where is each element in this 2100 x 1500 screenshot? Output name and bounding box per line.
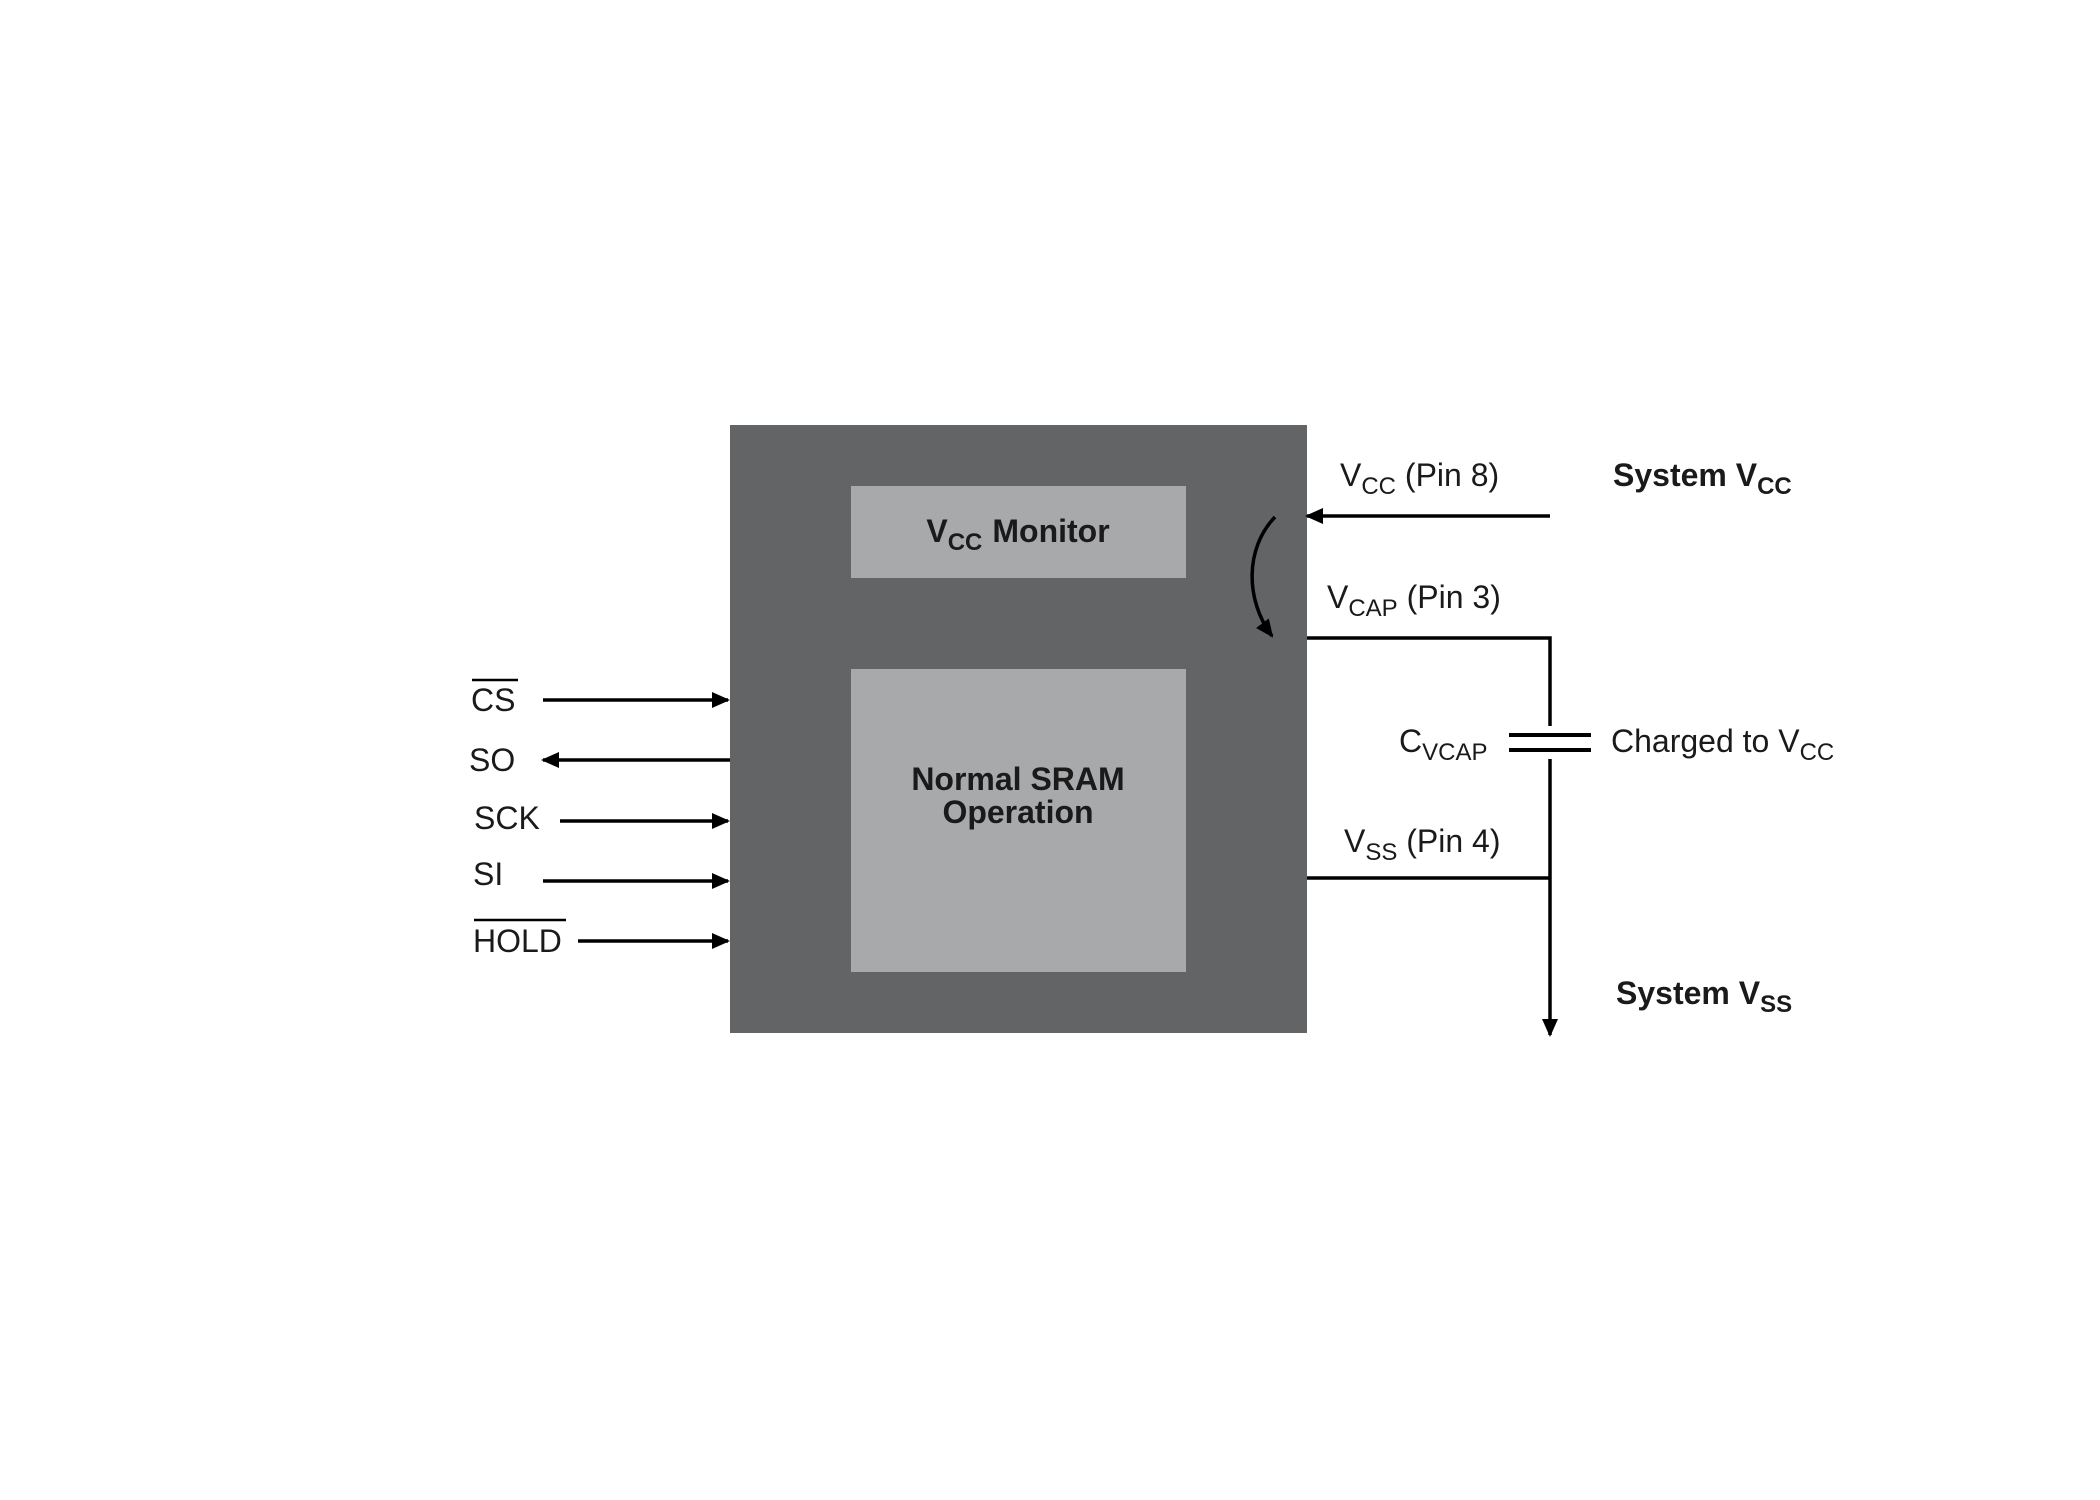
vcc-monitor-block xyxy=(851,486,1186,578)
pin-sck: SCK xyxy=(474,800,730,836)
pin-si: SI xyxy=(473,856,730,892)
vss-pin-label: VSS (Pin 4) xyxy=(1344,823,1501,866)
capacitor-icon xyxy=(1509,733,1591,752)
system-vss-label: System VSS xyxy=(1616,975,1792,1018)
pin-so: SO xyxy=(469,742,730,778)
pin-si-label: SI xyxy=(473,856,503,892)
sram-block xyxy=(851,669,1186,972)
charged-label: Charged to VCC xyxy=(1611,723,1834,766)
pin-hold-label: HOLD xyxy=(473,923,562,959)
pin-cs: CS xyxy=(471,678,730,718)
vcc-pin-label: VCC (Pin 8) xyxy=(1340,457,1499,500)
vcap-pin-label: VCAP (Pin 3) xyxy=(1327,579,1501,622)
sram-label-line1: Normal SRAM xyxy=(911,761,1124,797)
pin-sck-label: SCK xyxy=(474,800,540,836)
vcap-wire xyxy=(1307,636,1552,726)
sram-label-line2: Operation xyxy=(942,794,1093,830)
pin-hold: HOLD xyxy=(473,918,730,959)
pin-cs-label: CS xyxy=(471,682,515,718)
pin-so-label: SO xyxy=(469,742,515,778)
cvcap-label: CVCAP xyxy=(1399,723,1487,766)
system-vcc-label: System VCC xyxy=(1613,457,1792,500)
curved-arrow-icon xyxy=(1250,515,1277,638)
